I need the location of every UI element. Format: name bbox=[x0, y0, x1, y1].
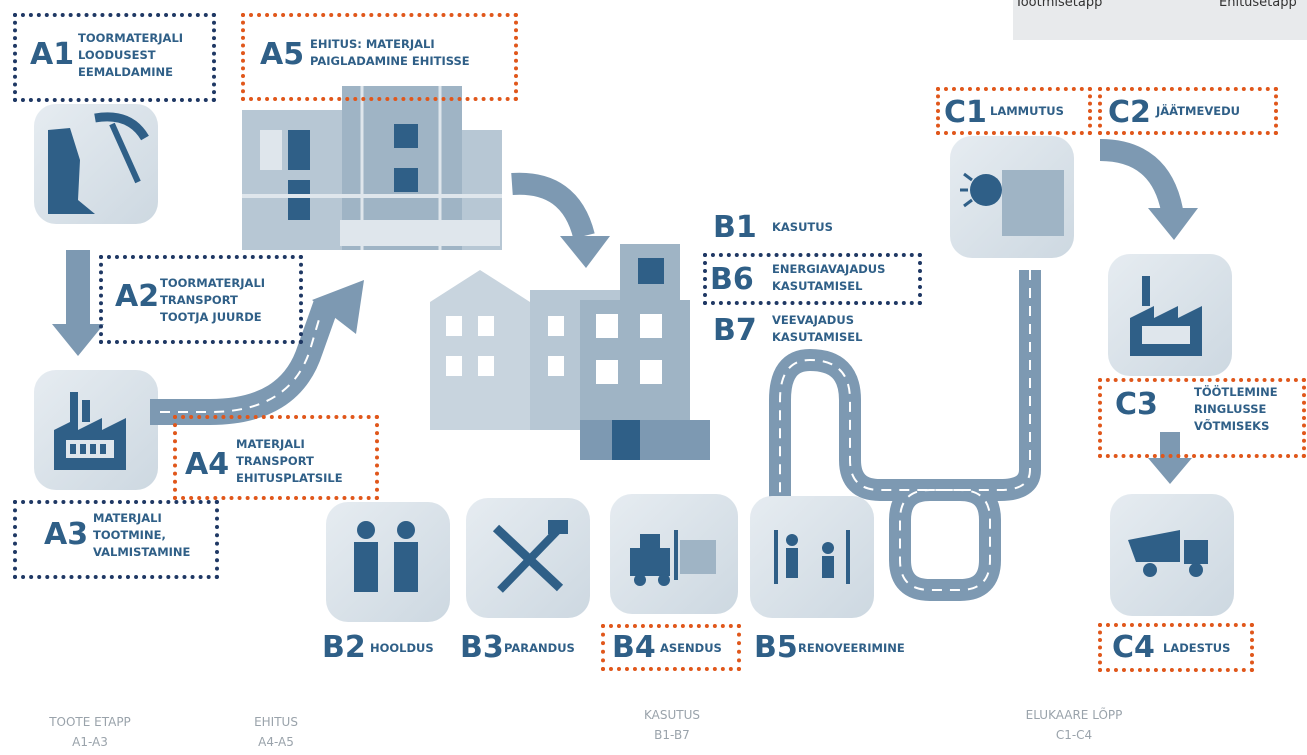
c1-highlight-box bbox=[936, 87, 1092, 135]
stage-b3-code: B3 bbox=[460, 630, 504, 665]
dump-truck-icon bbox=[1110, 494, 1234, 616]
stage-b4-label: ASENDUS bbox=[660, 641, 722, 655]
legend-strip: Tootmisetapp Ehitusetapp bbox=[1013, 0, 1307, 40]
arrow-down-c-icon bbox=[1148, 432, 1192, 484]
stage-a5-code: A5 bbox=[260, 37, 305, 72]
stage-a2-code: A2 bbox=[115, 279, 160, 314]
curved-arrow-c-icon bbox=[1099, 139, 1198, 240]
stage-c3-code: C3 bbox=[1115, 387, 1158, 422]
legend-left-label: Tootmisetapp bbox=[1015, 0, 1103, 10]
stage-c2-code: C2 bbox=[1108, 95, 1151, 130]
legend-right-label: Ehitusetapp bbox=[1219, 0, 1297, 10]
stage-a4-code: A4 bbox=[185, 447, 230, 482]
a5-highlight-box bbox=[241, 13, 518, 101]
b4-highlight-box bbox=[601, 624, 741, 671]
stage-c1-label: LAMMUTUS bbox=[990, 104, 1064, 118]
stage-b5-label: RENOVEERIMINE bbox=[798, 641, 905, 655]
stage-b1-code: B1 bbox=[713, 210, 757, 245]
c3-highlight-box bbox=[1098, 378, 1306, 458]
curved-arrow-icon bbox=[511, 172, 610, 268]
stage-b3-label: PARANDUS bbox=[504, 641, 575, 655]
a4-highlight-box bbox=[173, 415, 379, 500]
winding-road-icon bbox=[769, 270, 1041, 601]
factory-icon bbox=[34, 370, 158, 490]
stage-b7-code: B7 bbox=[713, 313, 757, 348]
stage-b2-code: B2 bbox=[322, 630, 366, 665]
stage-a3-code: A3 bbox=[44, 517, 89, 552]
demolition-icon bbox=[950, 136, 1074, 258]
stage-a1-code: A1 bbox=[30, 37, 75, 72]
stage-b1-label: KASUTUS bbox=[772, 220, 833, 234]
b6-highlight-box bbox=[703, 253, 922, 305]
c4-highlight-box bbox=[1098, 623, 1254, 672]
stage-b5-code: B5 bbox=[754, 630, 798, 665]
a3-highlight-box bbox=[13, 500, 219, 579]
stage-c1-code: C1 bbox=[944, 95, 987, 130]
stage-c4-label: LADESTUS bbox=[1163, 641, 1231, 655]
a1-highlight-box bbox=[13, 13, 216, 102]
construction-building-icon bbox=[242, 86, 502, 250]
quarry-icon bbox=[34, 104, 158, 224]
wrench-hammer-icon bbox=[466, 498, 590, 618]
arrow-down-icon bbox=[52, 250, 104, 356]
road-arrow-icon bbox=[150, 280, 364, 425]
stage-b6-code: B6 bbox=[710, 262, 754, 297]
stage-c4-code: C4 bbox=[1112, 630, 1155, 665]
c2-highlight-box bbox=[1098, 87, 1278, 135]
main-building-icon bbox=[430, 244, 710, 460]
renovation-workers-icon bbox=[750, 496, 874, 618]
forklift-icon bbox=[610, 494, 738, 614]
maintenance-workers-icon bbox=[326, 502, 450, 622]
stage-c2-label: JÄÄTMEVEDU bbox=[1156, 104, 1240, 118]
stage-b2-label: HOOLDUS bbox=[370, 641, 434, 655]
a2-highlight-box bbox=[99, 255, 303, 344]
recycling-factory-icon bbox=[1108, 254, 1232, 376]
stage-b4-code: B4 bbox=[612, 630, 656, 665]
